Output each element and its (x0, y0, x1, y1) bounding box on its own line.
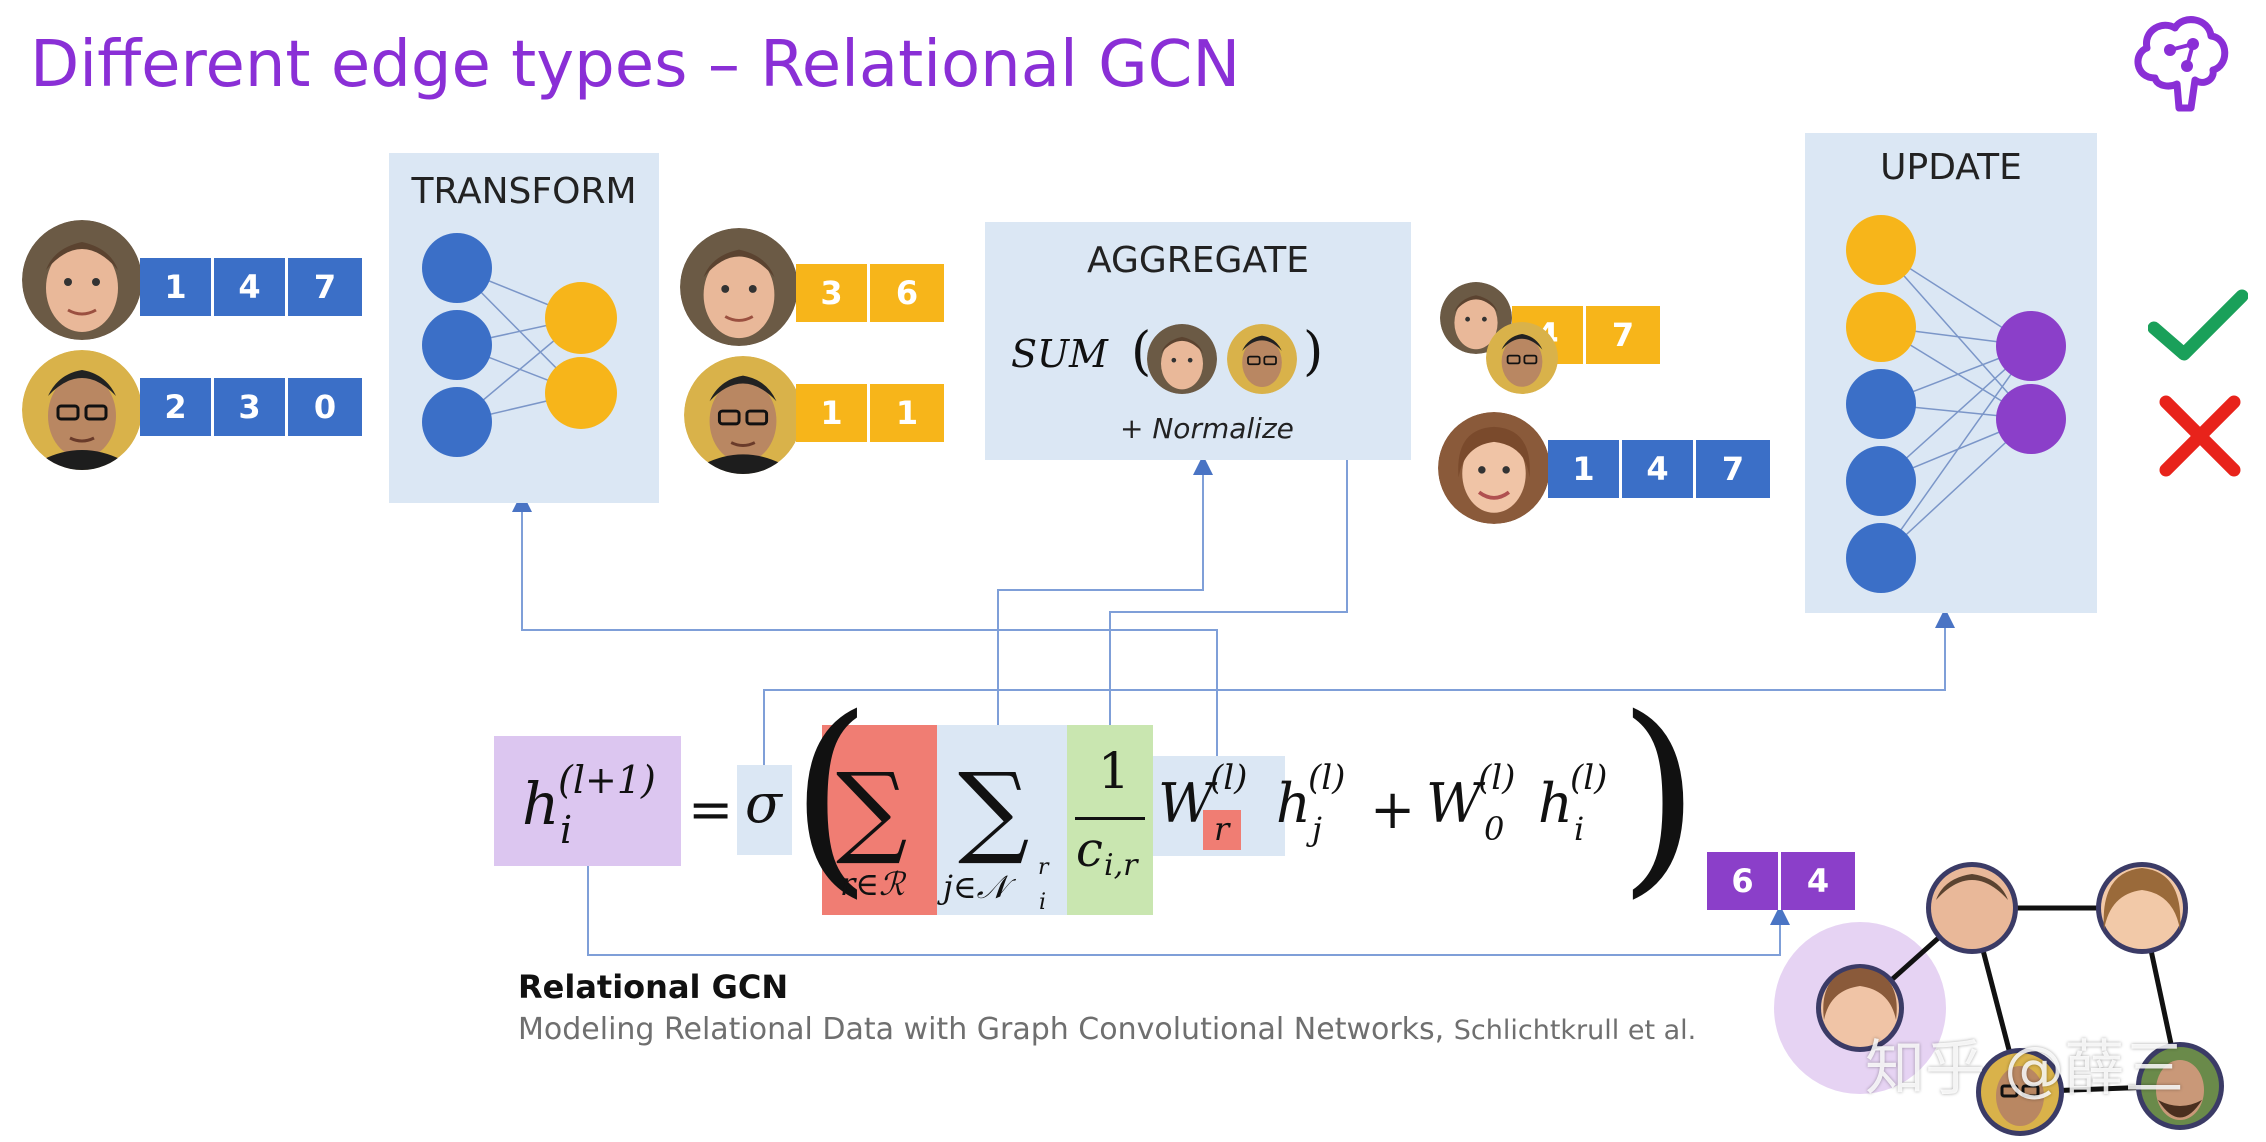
reference-paper: Modeling Relational Data with Graph Conv… (518, 1012, 1445, 1047)
vector-cell: 3 (796, 264, 870, 322)
neighbor-sum-highlight (937, 725, 1067, 915)
formula-neighbor-sum-index-sup: r (1038, 855, 1049, 880)
transformed-vector-2: 1 1 (796, 384, 944, 442)
graph-node-man-with-glasses (1976, 1048, 2064, 1136)
update-network (1846, 215, 2066, 593)
face-man-with-glasses (22, 350, 142, 470)
check-icon (2148, 289, 2248, 361)
aggregated-vector-2: 1 4 7 (1548, 440, 1770, 498)
formula-left-paren: ( (790, 672, 872, 917)
update-panel: UPDATE (1805, 133, 2097, 613)
vector-cell: 2 (140, 378, 214, 436)
slide-title: Different edge types – Relational GCN (30, 28, 1241, 102)
formula-weight: W (1158, 772, 1214, 835)
face-young-man (22, 220, 142, 340)
sum-label: SUM (1011, 332, 1108, 376)
formula-self-weight-sub: 0 (1484, 810, 1505, 848)
reference-title: Relational GCN (518, 968, 789, 1006)
face-man-with-glasses (1227, 324, 1297, 394)
transform-input-vector-2: 2 3 0 (140, 378, 362, 436)
normalization-highlight (1067, 725, 1153, 915)
vector-cell: 1 (796, 384, 870, 442)
formula-relation-sum-index: r∈ℛ (840, 865, 905, 903)
vector-cell: 7 (1696, 440, 1770, 498)
formula-sigma: σ (745, 772, 782, 835)
formula-h-j: h (1276, 772, 1311, 835)
vector-cell: 7 (1586, 306, 1660, 364)
formula-frac-numerator: 1 (1098, 742, 1130, 800)
formula-relation-sum: ∑ (836, 751, 908, 868)
aggregate-label: AGGREGATE (1086, 240, 1309, 281)
transformed-vector-1: 3 6 (796, 264, 944, 322)
vector-cell: 4 (214, 258, 288, 316)
formula-neighbor-sum-index-sub: i (1039, 890, 1047, 915)
reference-authors: Schlichtkrull et al. (1453, 1015, 1697, 1046)
vector-cell: 1 (140, 258, 214, 316)
face-young-man (1147, 324, 1217, 394)
formula-self-weight-sup: (l) (1478, 758, 1516, 798)
formula-frac-denominator-sub: i,r (1104, 848, 1138, 883)
face-young-man (1440, 282, 1512, 354)
vector-cell: 3 (214, 378, 288, 436)
face-man-with-glasses (1486, 322, 1558, 394)
vector-cell: 7 (288, 258, 362, 316)
vector-cell: 6 (1707, 852, 1781, 910)
transform-panel: TRANSFORM (389, 153, 659, 503)
formula-neighbor-sum-index: j∈𝒩 (943, 868, 1008, 906)
vector-cell: 4 (1781, 852, 1855, 910)
graph-node-bearded-man (2136, 1042, 2224, 1130)
brain-icon (2134, 16, 2229, 112)
sigma-highlight (737, 765, 792, 855)
normalize-label: + Normalize (1120, 412, 1294, 445)
formula-h-j-sup: (l) (1308, 758, 1346, 798)
transform-network (422, 233, 617, 457)
formula-neighbor-sum: ∑ (958, 751, 1030, 868)
h-next-highlight (494, 736, 681, 866)
formula-h-self: h (1538, 772, 1573, 835)
graph-node-woman-2 (2096, 862, 2188, 954)
relation-index-highlight (1203, 810, 1241, 850)
formula-h-j-sub: j (1312, 810, 1322, 848)
face-young-man (680, 228, 798, 346)
formula-h-next: h (522, 770, 560, 838)
vector-cell: 0 (288, 378, 362, 436)
formula-frac-line (1075, 817, 1145, 820)
face-man-with-glasses (684, 356, 802, 474)
output-vector: 6 4 (1707, 852, 1855, 910)
formula-weight-sub: r (1214, 810, 1230, 848)
formula-right-paren: ) (1618, 672, 1700, 917)
transform-input-vector-1: 1 4 7 (140, 258, 362, 316)
formula-frac-denominator: c (1076, 822, 1103, 878)
formula-plus: + (1370, 778, 1416, 841)
vector-cell: 1 (1548, 440, 1622, 498)
cross-icon (2159, 395, 2241, 477)
graph-node-woman (1816, 964, 1904, 1052)
vector-cell: 1 (870, 384, 944, 442)
aggregate-panel: AGGREGATE SUM ( ) + Normalize (985, 222, 1411, 460)
formula-weight-sup: (l) (1210, 758, 1248, 798)
vector-cell: 4 (1622, 440, 1696, 498)
watermark: 知乎 @薛三 (1865, 1034, 2185, 1104)
formula-h-self-sub: i (1574, 810, 1585, 848)
formula-equals: = (688, 778, 734, 841)
formula-self-weight: W (1426, 772, 1482, 835)
relational-graph (1774, 862, 2224, 1136)
formula-h-next-sub: i (560, 808, 573, 852)
sum-close-paren: ) (1303, 322, 1324, 382)
relation-sum-highlight (822, 725, 937, 915)
formula-h-self-sup: (l) (1570, 758, 1608, 798)
face-woman (1438, 412, 1550, 524)
formula-h-next-sup: (l+1) (558, 758, 656, 802)
reference-subtitle: Modeling Relational Data with Graph Conv… (518, 1012, 1696, 1047)
update-label: UPDATE (1880, 147, 2022, 188)
vector-cell: 6 (870, 264, 944, 322)
graph-node-young-man (1926, 862, 2018, 954)
sum-open-paren: ( (1131, 322, 1152, 382)
transform-label: TRANSFORM (411, 171, 637, 212)
